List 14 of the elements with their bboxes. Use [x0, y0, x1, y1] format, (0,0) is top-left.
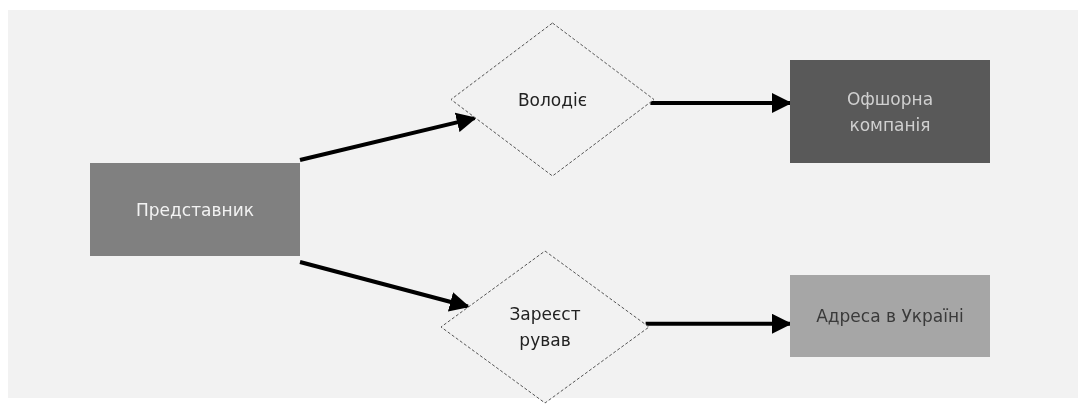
node-label: Адреса в Україні — [815, 305, 965, 328]
decision-diamond — [440, 250, 650, 404]
double-arrow — [645, 313, 792, 334]
process-box — [790, 60, 990, 163]
node-label: Володіє — [516, 88, 589, 112]
node-label: Офшорна компанія — [845, 87, 935, 137]
decision-diamond — [450, 22, 655, 177]
double-arrow — [650, 93, 792, 113]
double-arrow — [299, 112, 477, 162]
node-label: Представник — [135, 198, 255, 222]
process-box — [90, 163, 300, 256]
process-box — [790, 275, 990, 357]
node-label: Зареєст рував — [508, 303, 582, 352]
double-arrow — [299, 260, 470, 312]
